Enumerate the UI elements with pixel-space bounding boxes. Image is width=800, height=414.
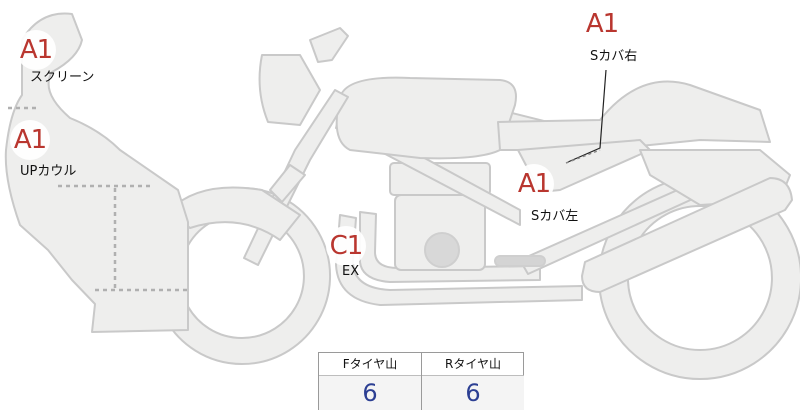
screen-grade-badge: A1 (16, 30, 56, 70)
upper-cowl-grade-badge: A1 (10, 120, 50, 160)
front-tire-column: Fタイヤ山 6 (319, 353, 422, 410)
exhaust-label: EX (342, 264, 360, 279)
side-cover-right-grade-badge: A1 (582, 4, 622, 44)
fork-inner (269, 164, 306, 203)
seat (497, 80, 771, 151)
front-tire-tread-label: Fタイヤ山 (319, 353, 421, 376)
exhaust-grade-badge: C1 (326, 226, 366, 266)
rear-tire-tread-value: 6 (422, 376, 524, 410)
front-tire-tread-value: 6 (319, 376, 421, 410)
side-cover-right-label: Sカバ右 (590, 49, 638, 64)
fuel-tank (335, 76, 517, 160)
side-cover-right-leader (567, 69, 607, 163)
engine-cover (424, 232, 460, 268)
side-cover-left-grade-badge: A1 (514, 164, 554, 204)
side-cover-left-label: Sカバ左 (531, 209, 579, 224)
handlebar (309, 27, 349, 63)
screen-label: スクリーン (30, 70, 95, 85)
tire-tread-table: Fタイヤ山 6 Rタイヤ山 6 (318, 352, 524, 410)
exhaust-pipe (335, 214, 583, 306)
upper-cowl-label: UPカウル (20, 164, 77, 179)
headlight (258, 54, 321, 126)
rear-tire-tread-label: Rタイヤ山 (422, 353, 524, 376)
rear-tire-column: Rタイヤ山 6 (422, 353, 524, 410)
side-cover-right-leader-dash (565, 149, 601, 164)
rear-axle-bar (494, 255, 546, 267)
front-fender (169, 186, 301, 241)
muffler (581, 177, 793, 293)
upper-cowl (4, 12, 189, 333)
